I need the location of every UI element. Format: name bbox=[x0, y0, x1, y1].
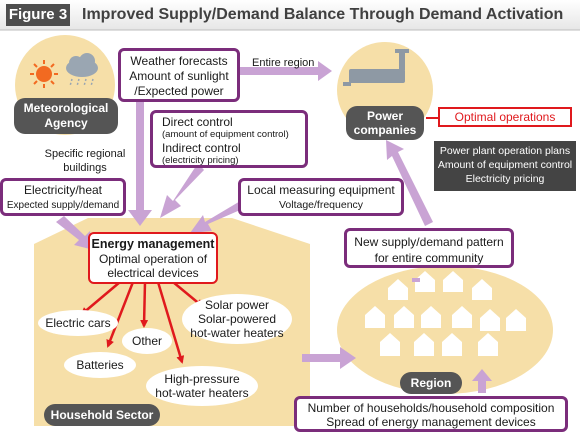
power-companies-label: Power companies bbox=[346, 106, 424, 140]
sun-icon bbox=[30, 60, 58, 88]
new-pattern-box: New supply/demand pattern for entire com… bbox=[344, 228, 514, 268]
figure-title: Improved Supply/Demand Balance Through D… bbox=[82, 6, 564, 23]
households-box: Number of households/household compositi… bbox=[294, 396, 568, 432]
energy-management-box: Energy management Optimal operation of e… bbox=[88, 232, 218, 284]
household-sector-label: Household Sector bbox=[44, 404, 160, 426]
rain-cloud-icon bbox=[66, 53, 98, 87]
solar-item: Solar power Solar-powered hot-water heat… bbox=[182, 294, 292, 344]
local-measuring-box: Local measuring equipment Voltage/freque… bbox=[238, 178, 404, 216]
control-box: Direct control (amount of equipment cont… bbox=[150, 110, 308, 168]
region-houses bbox=[365, 271, 526, 356]
high-pressure-item: High-pressure hot-water heaters bbox=[146, 366, 258, 406]
power-plant-icon bbox=[343, 49, 409, 86]
electricity-heat-box: Electricity/heat Expected supply/demand bbox=[0, 178, 126, 216]
batteries-item: Batteries bbox=[64, 352, 136, 378]
meteorological-agency-label: Meteorological Agency bbox=[14, 98, 118, 134]
optimal-operations-label: Optimal operations bbox=[438, 107, 572, 127]
weather-forecasts-box: Weather forecasts Amount of sunlight /Ex… bbox=[118, 48, 240, 102]
electric-cars-item: Electric cars bbox=[38, 310, 118, 336]
figure-badge: Figure 3 bbox=[6, 4, 70, 26]
specific-regional-buildings-label: Specific regional buildings bbox=[44, 148, 126, 174]
power-operations-details: Power plant operation plans Amount of eq… bbox=[434, 141, 576, 191]
region-label: Region bbox=[400, 372, 462, 394]
entire-region-label: Entire region bbox=[252, 57, 315, 69]
other-item: Other bbox=[122, 328, 172, 354]
